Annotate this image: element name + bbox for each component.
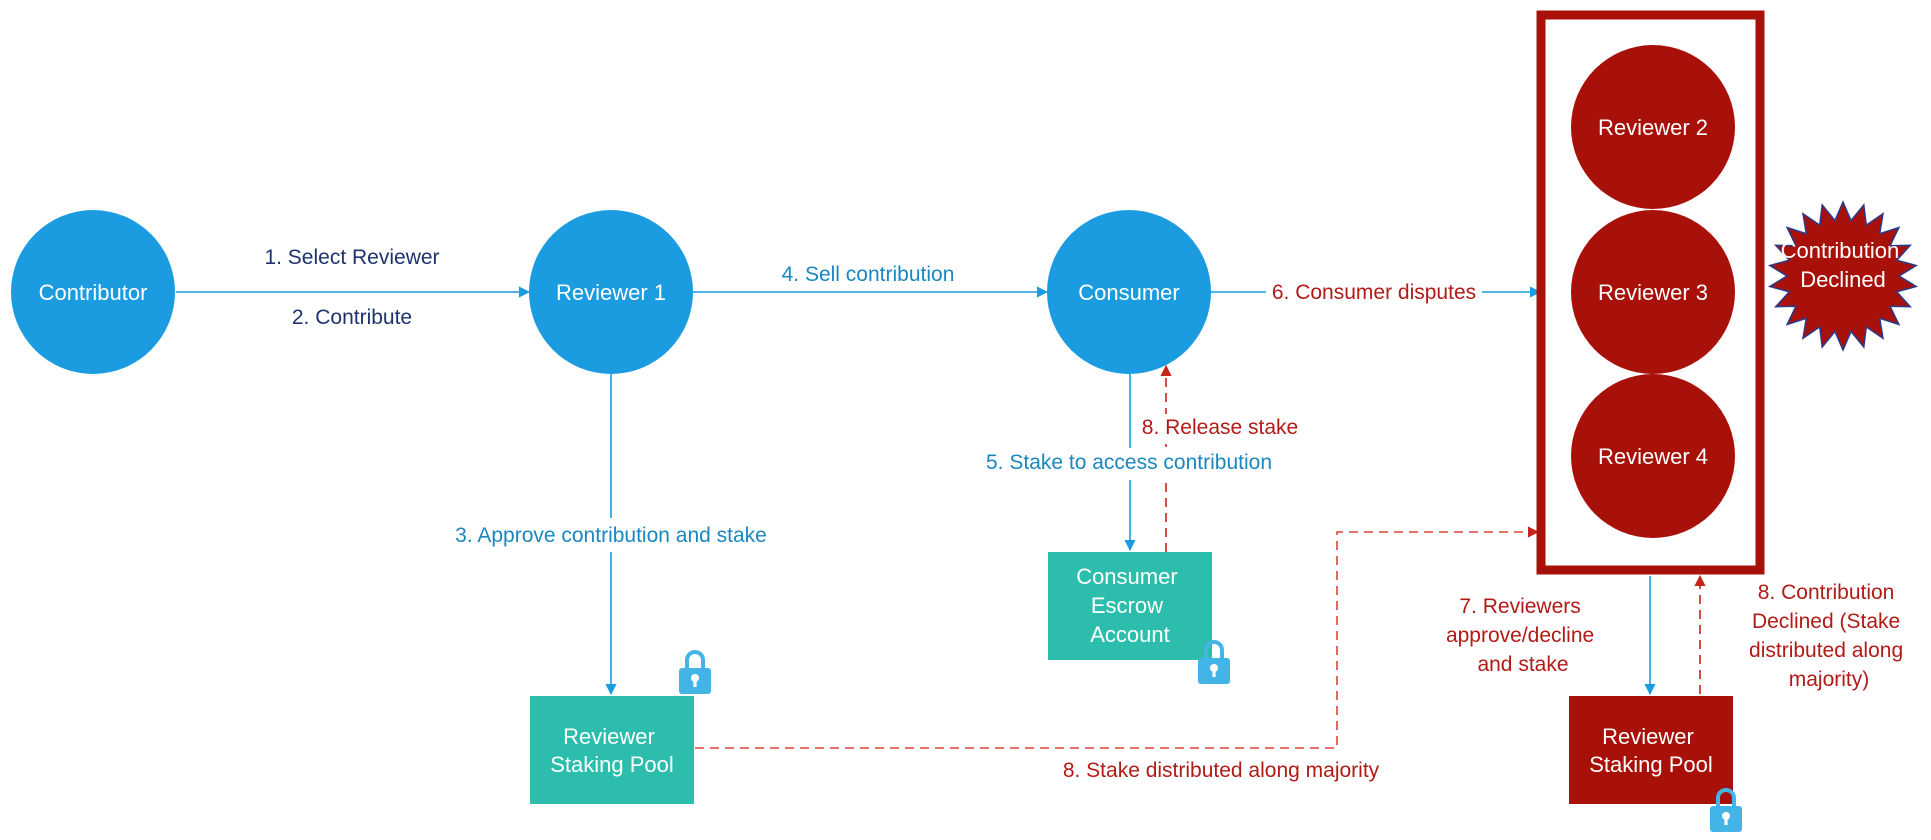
svg-text:Reviewer 2: Reviewer 2 [1598, 115, 1708, 140]
node-contributor: Contributor [11, 210, 175, 374]
svg-text:Contribution Declined: Contribution Declined [1781, 238, 1906, 292]
starburst-badge [1767, 200, 1919, 352]
label-contribution-declined: 8. Contribution Declined (Stake distribu… [1749, 581, 1909, 691]
svg-text:Reviewer Staking Pool: Reviewer Staking Pool [550, 724, 674, 777]
label-contribute: 2. Contribute [292, 306, 412, 329]
label-stake-access: 5. Stake to access contribution [986, 451, 1272, 474]
node-reviewer-4: Reviewer 4 [1571, 374, 1735, 538]
label-approve-stake: 3. Approve contribution and stake [455, 524, 767, 547]
svg-text:Contributor: Contributor [39, 280, 148, 305]
label-select-reviewer: 1. Select Reviewer [264, 246, 439, 269]
node-reviewer-staking-pool-2: Reviewer Staking Pool [1569, 696, 1733, 804]
label-reviewers-vote: 7. Reviewers approve/decline and stake [1446, 595, 1600, 676]
svg-text:Reviewer 1: Reviewer 1 [556, 280, 666, 305]
svg-text:Consumer Escrow Ac: Consumer Escrow Account [1076, 564, 1184, 647]
node-reviewer-1: Reviewer 1 [529, 210, 693, 374]
reviewer-panel-frame [1536, 10, 1765, 575]
node-reviewer-3: Reviewer 3 [1571, 210, 1735, 374]
node-consumer: Consumer [1047, 210, 1211, 374]
svg-text:Reviewer 4: Reviewer 4 [1598, 444, 1708, 469]
lock-icon [677, 650, 713, 696]
label-stake-distributed: 8. Stake distributed along majority [1063, 759, 1380, 782]
node-reviewer-staking-pool: Reviewer Staking Pool [530, 696, 694, 804]
label-release-stake: 8. Release stake [1142, 416, 1298, 439]
node-consumer-escrow-account: Consumer Escrow Account [1048, 552, 1212, 660]
node-reviewer-2: Reviewer 2 [1571, 45, 1735, 209]
svg-text:Reviewer 3: Reviewer 3 [1598, 280, 1708, 305]
contribution-declined-badge: Contribution Declined [1767, 200, 1919, 352]
label-consumer-disputes: 6. Consumer disputes [1272, 281, 1476, 304]
edge-staking-pool-to-panel [695, 526, 1540, 749]
svg-text:Reviewer Staking Pool: Reviewer Staking Pool [1589, 724, 1713, 777]
label-sell-contribution: 4. Sell contribution [782, 263, 955, 286]
svg-text:Consumer: Consumer [1078, 280, 1179, 305]
